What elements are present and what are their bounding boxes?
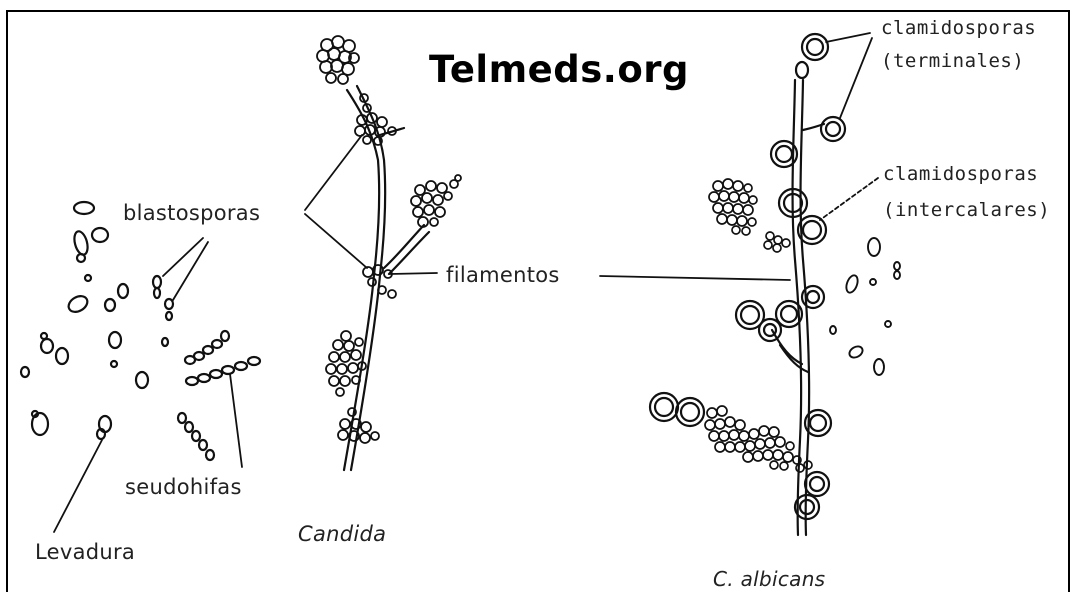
yeast-cells: [21, 202, 173, 439]
leader-lines-right: [820, 33, 878, 220]
albicans-chlamydospores: [650, 34, 845, 519]
label-clamidosporas-intercalares-1: clamidosporas: [883, 163, 1038, 185]
caption-c-albicans: C. albicans: [713, 567, 825, 591]
label-clamidosporas-intercalares-2: (intercalares): [883, 199, 1050, 221]
label-clamidosporas-terminales-2: (terminales): [881, 50, 1024, 72]
label-blastosporas: blastosporas: [123, 201, 260, 225]
label-seudohifas: seudohifas: [125, 475, 242, 499]
candida-clusters: [317, 36, 461, 443]
label-filamentos: filamentos: [446, 263, 560, 287]
label-clamidosporas-terminales-1: clamidosporas: [881, 17, 1036, 39]
label-levadura: Levadura: [35, 540, 135, 564]
pseudohyphae-chains: [178, 331, 260, 460]
caption-candida: Candida: [298, 522, 386, 546]
albicans-free-cells: [830, 238, 900, 375]
watermark: Telmeds.org: [429, 48, 689, 91]
